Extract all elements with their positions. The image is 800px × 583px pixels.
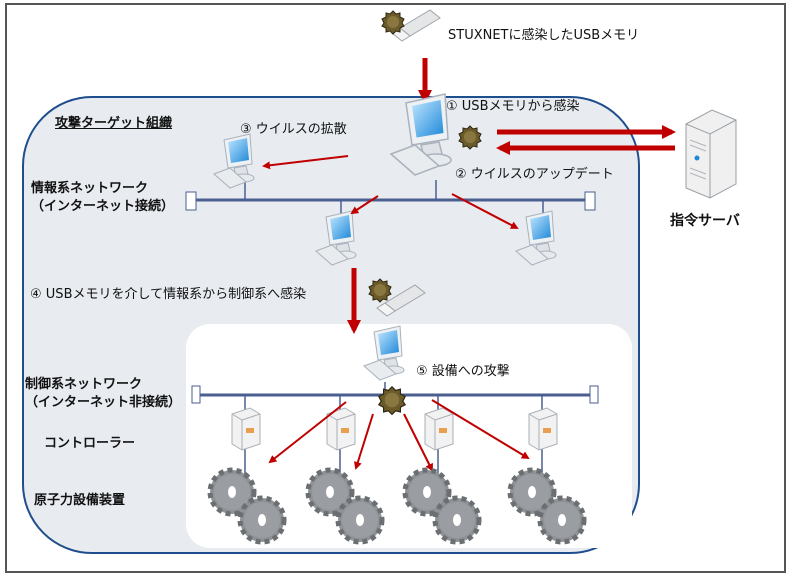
control-network-label: 制御系ネットワーク （インターネット非接続） bbox=[25, 376, 181, 412]
arrow-spread bbox=[262, 155, 349, 170]
step-1-label: ① USBメモリから感染 bbox=[446, 95, 579, 114]
equipment-gears-icon bbox=[308, 470, 382, 542]
step-5-label: ⑤ 設備への攻撃 bbox=[416, 360, 510, 379]
info-network-terminator-right bbox=[584, 191, 596, 211]
step-number: ② bbox=[455, 167, 467, 182]
control-network-name: 制御系ネットワーク bbox=[25, 377, 143, 392]
equipment-gears-icon bbox=[510, 470, 584, 542]
control-pc-icon bbox=[363, 325, 405, 381]
pc-icon bbox=[515, 210, 557, 266]
step-number: ① bbox=[446, 99, 458, 114]
pc-icon bbox=[213, 133, 255, 189]
organization-title: 攻撃ターゲット組織 bbox=[55, 116, 173, 131]
controllers-label: コントローラー bbox=[44, 436, 136, 451]
attack-arrow bbox=[431, 399, 530, 460]
arrow-spread bbox=[451, 193, 519, 229]
step-number: ④ bbox=[30, 287, 42, 302]
usb-source-label: STUXNETに感染したUSBメモリ bbox=[448, 28, 640, 43]
control-network-terminator-right bbox=[589, 385, 599, 404]
virus-icon bbox=[378, 386, 406, 415]
command-server-label: 指令サーバ bbox=[670, 213, 740, 229]
equipment-gears-icon bbox=[210, 470, 284, 542]
attack-arrow bbox=[353, 413, 374, 470]
command-server-icon bbox=[685, 109, 737, 199]
info-network-note: （インターネット接続） bbox=[31, 199, 175, 214]
virus-icon bbox=[368, 278, 392, 303]
step-text: 設備への攻撃 bbox=[431, 364, 510, 379]
attack-arrow bbox=[268, 401, 347, 464]
step-number: ③ bbox=[240, 122, 252, 137]
controller-icon bbox=[231, 407, 261, 451]
step-3-label: ③ ウイルスの拡散 bbox=[240, 118, 347, 137]
control-network-terminator-left bbox=[191, 385, 201, 404]
info-network-terminator-left bbox=[185, 191, 197, 211]
step-text: ウイルスのアップデート bbox=[470, 167, 614, 182]
control-network-note: （インターネット非接続） bbox=[25, 395, 182, 410]
step-text: USBメモリを介して情報系から制御系へ感染 bbox=[45, 287, 307, 302]
arrow-spread bbox=[350, 195, 379, 215]
pc-icon bbox=[315, 210, 357, 266]
step-2-label: ② ウイルスのアップデート bbox=[455, 163, 614, 182]
step-number: ⑤ bbox=[416, 364, 428, 379]
step-text: ウイルスの拡散 bbox=[255, 122, 347, 137]
step-4-label: ④ USBメモリを介して情報系から制御系へ感染 bbox=[30, 283, 306, 302]
virus-icon bbox=[458, 125, 482, 150]
controller-icon bbox=[528, 407, 558, 451]
step-text: USBメモリから感染 bbox=[461, 99, 580, 114]
equipment-gears-icon bbox=[405, 470, 479, 542]
controller-icon bbox=[424, 407, 454, 451]
info-network-name: 情報系ネットワーク bbox=[31, 181, 149, 196]
attack-arrow bbox=[403, 413, 433, 472]
infected-pc-icon bbox=[390, 93, 452, 176]
equipment-label: 原子力設備装置 bbox=[34, 493, 126, 508]
info-network-label: 情報系ネットワーク （インターネット接続） bbox=[31, 180, 174, 216]
